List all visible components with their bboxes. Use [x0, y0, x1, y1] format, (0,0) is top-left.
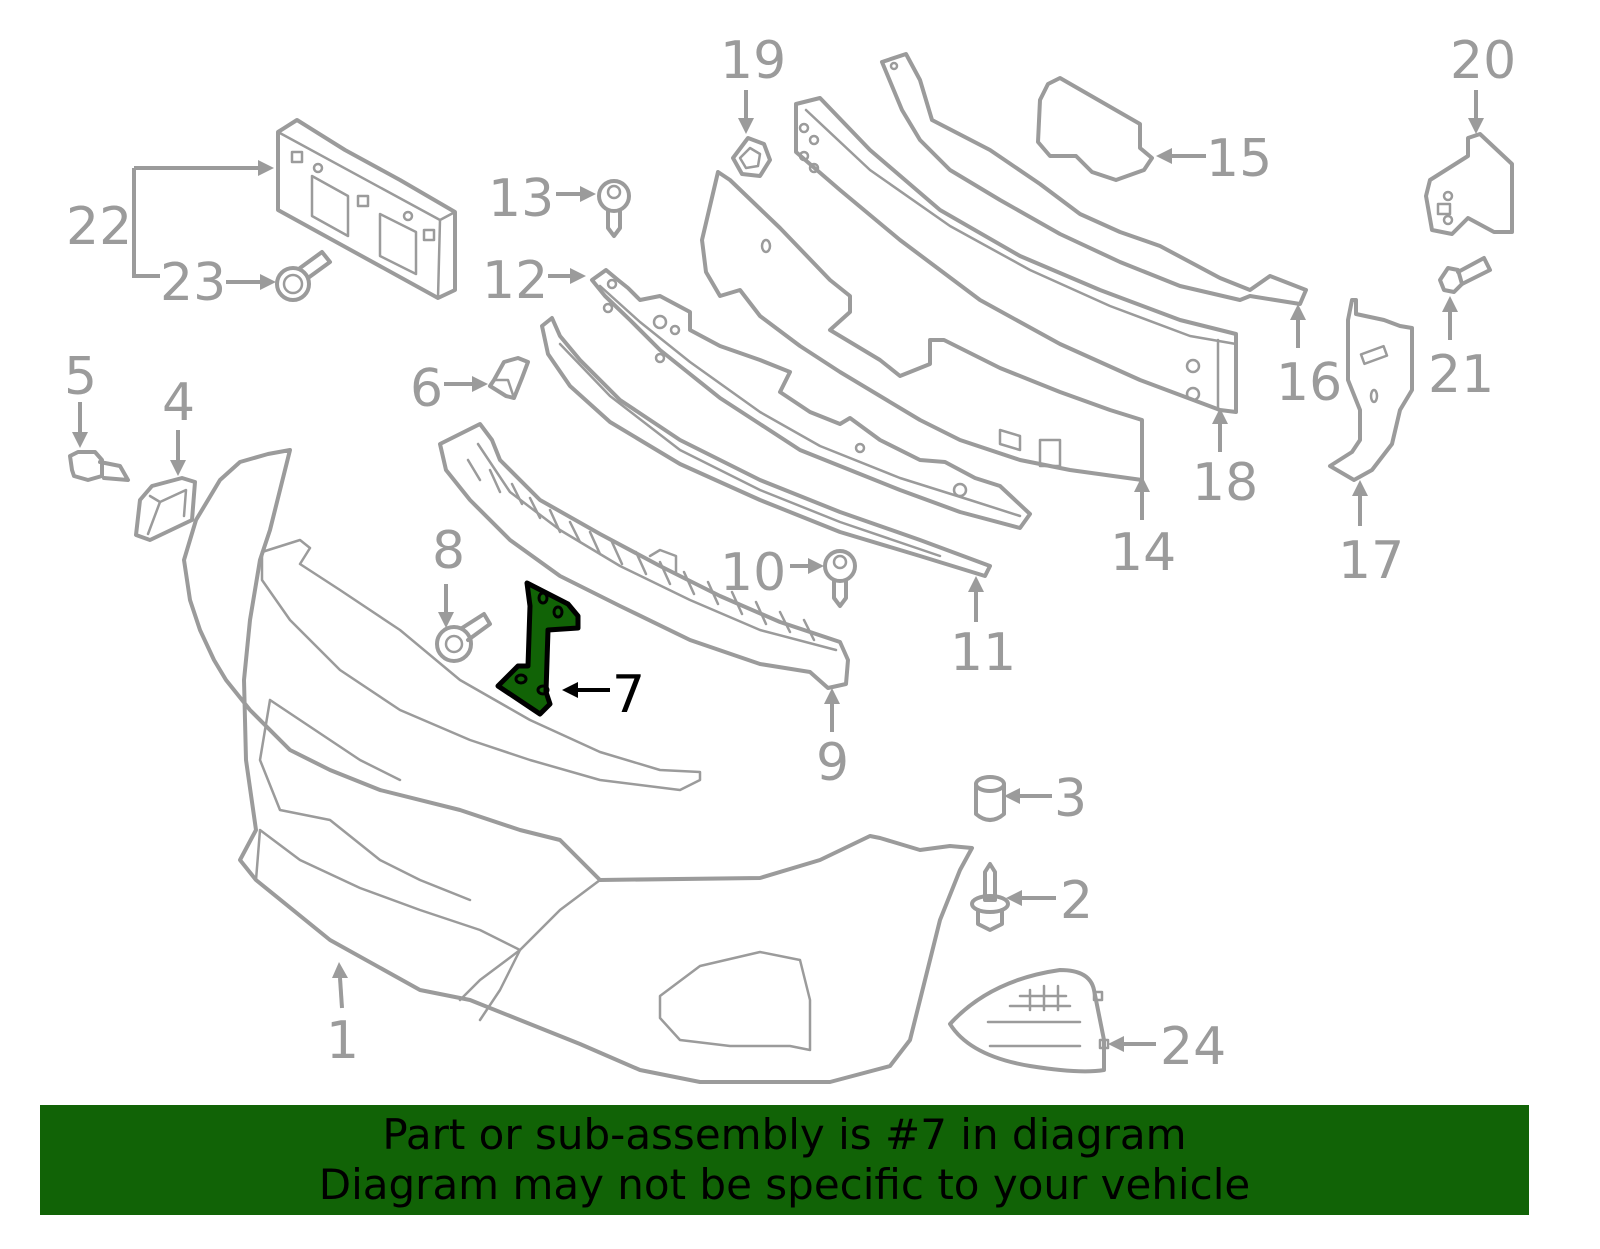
callout-22[interactable]: 22 [66, 197, 132, 257]
callout-18[interactable]: 18 [1192, 453, 1258, 513]
callout-19[interactable]: 19 [720, 31, 786, 91]
part-23-screw[interactable] [275, 250, 332, 302]
callout-4[interactable]: 4 [162, 373, 195, 433]
part-8-screw[interactable] [435, 612, 492, 663]
banner-disclaimer: Diagram may not be specific to your vehi… [318, 1160, 1251, 1209]
banner-part-message: Part or sub-assembly is #7 in diagram [382, 1110, 1187, 1159]
part-17-side-bracket[interactable] [1328, 298, 1414, 482]
callout-23[interactable]: 23 [160, 253, 226, 313]
callout-17[interactable]: 17 [1338, 531, 1404, 591]
part-10-screw[interactable] [823, 549, 857, 608]
callout-2[interactable]: 2 [1060, 871, 1093, 931]
callout-8[interactable]: 8 [432, 521, 465, 581]
callout-11[interactable]: 11 [950, 623, 1016, 683]
callout-12[interactable]: 12 [482, 251, 548, 311]
callout-7-highlighted[interactable]: 7 [612, 665, 645, 725]
callout-1[interactable]: 1 [326, 1011, 359, 1071]
callout-16[interactable]: 16 [1276, 353, 1342, 413]
part-6-clip[interactable] [488, 356, 530, 400]
callout-14[interactable]: 14 [1110, 523, 1176, 583]
part-16-absorber[interactable] [880, 52, 1308, 306]
part-18-beam[interactable] [794, 96, 1238, 414]
callout-3[interactable]: 3 [1054, 769, 1087, 829]
part-20-bracket[interactable] [1424, 132, 1514, 236]
callout-20[interactable]: 20 [1450, 31, 1516, 91]
part-24-fog-cover[interactable] [948, 968, 1110, 1074]
part-14-deflector[interactable] [700, 170, 1144, 482]
part-9-garnish[interactable] [438, 422, 850, 690]
part-1-bumper-cover[interactable] [182, 448, 974, 1084]
callout-labels: 22 23 5 4 13 12 6 19 15 20 21 16 18 14 1… [64, 31, 1516, 1077]
callout-21[interactable]: 21 [1428, 345, 1494, 405]
callout-13[interactable]: 13 [488, 169, 554, 229]
callout-6[interactable]: 6 [410, 359, 443, 419]
callout-10[interactable]: 10 [720, 543, 786, 603]
part-2-bolt[interactable] [970, 862, 1010, 932]
part-3-cap[interactable] [974, 775, 1006, 822]
part-22-license-bracket[interactable] [276, 118, 457, 300]
part-12-upper-support[interactable] [590, 268, 1032, 530]
callout-15[interactable]: 15 [1206, 129, 1272, 189]
callout-9[interactable]: 9 [816, 733, 849, 793]
part-19-nut[interactable] [731, 136, 772, 178]
callout-24[interactable]: 24 [1160, 1017, 1226, 1077]
part-11-molding[interactable] [540, 316, 992, 578]
part-21-bolt[interactable] [1438, 256, 1492, 294]
part-7-bracket-highlighted[interactable] [495, 580, 581, 717]
part-4-cover[interactable] [134, 476, 197, 542]
part-5-bolt[interactable] [68, 450, 130, 482]
part-15-bracket[interactable] [1036, 76, 1154, 182]
callout-5[interactable]: 5 [64, 347, 97, 407]
part-13-screw[interactable] [597, 179, 631, 238]
info-banner: Part or sub-assembly is #7 in diagram Di… [40, 1105, 1529, 1215]
leader-lines [72, 90, 1484, 1052]
